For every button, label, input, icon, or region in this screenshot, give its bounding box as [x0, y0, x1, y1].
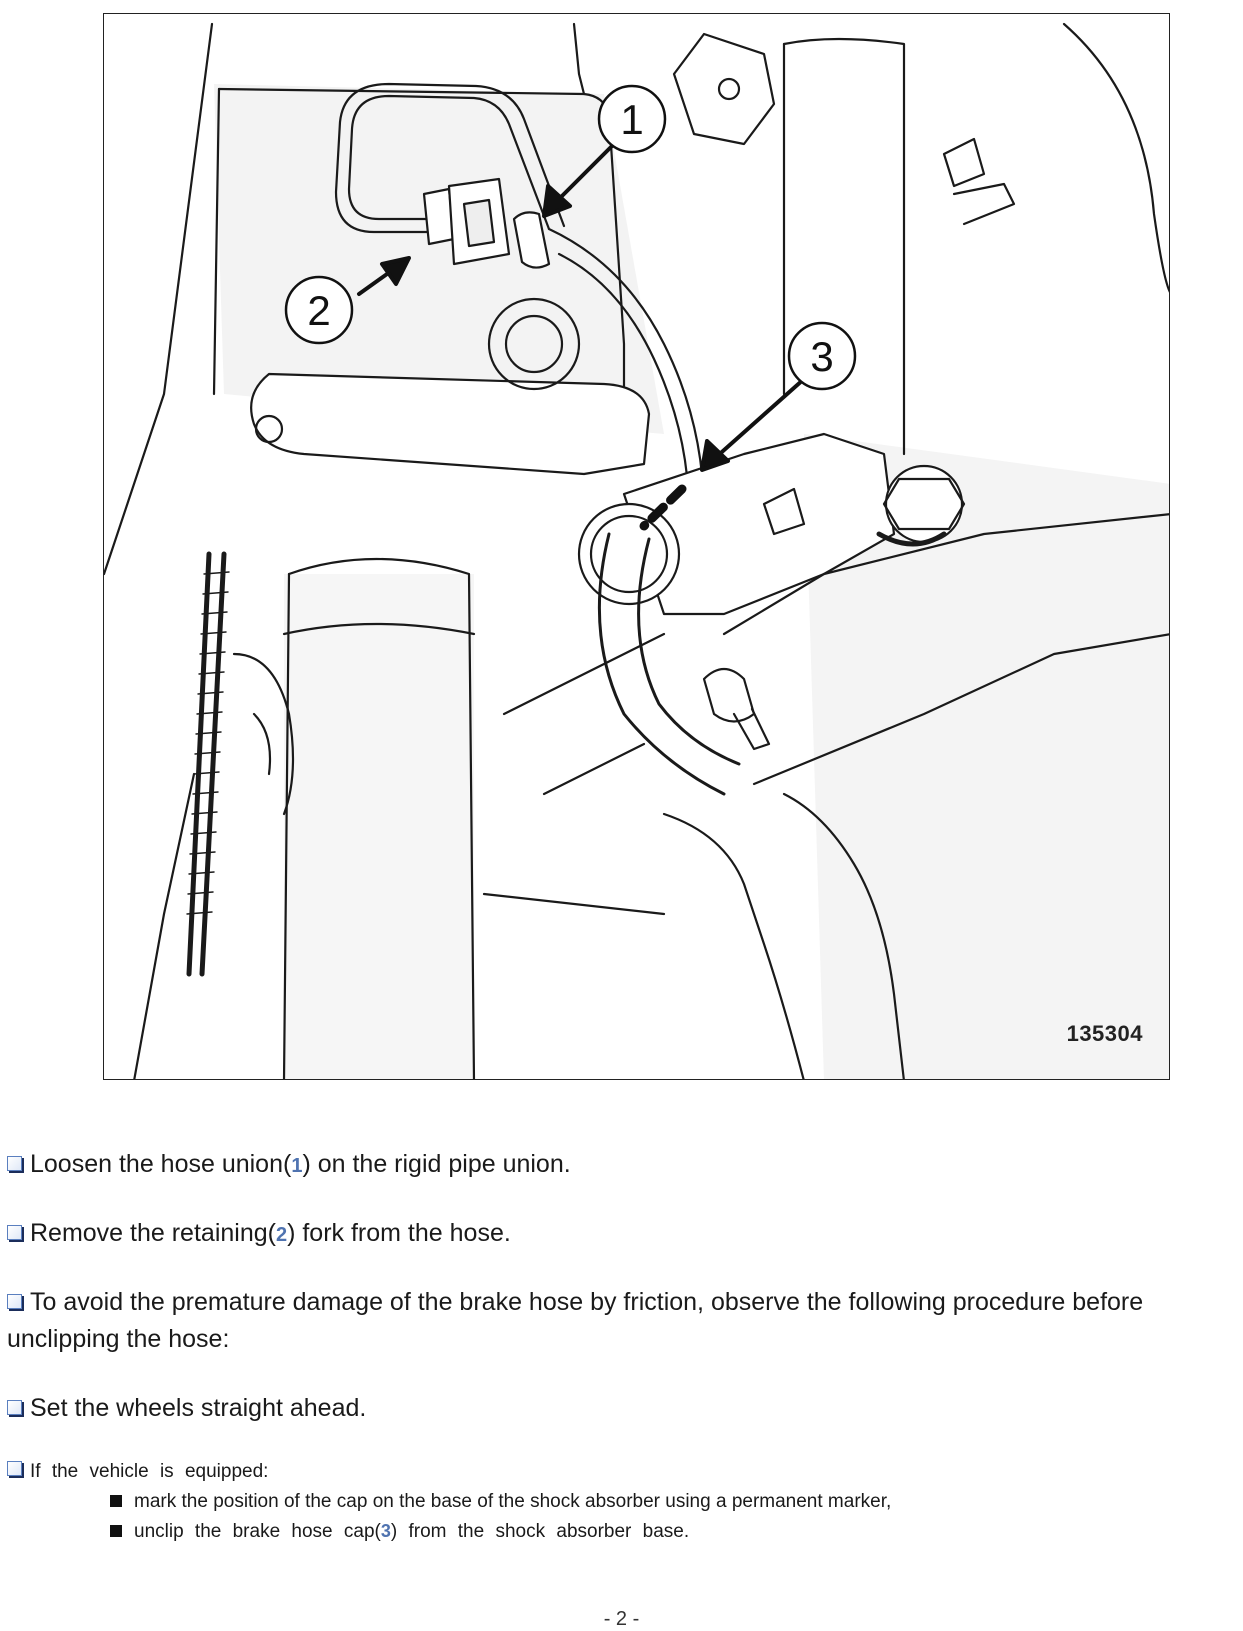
callout-2-circle [284, 275, 354, 345]
step-text: ) on the rigid pipe union. [302, 1150, 571, 1178]
substep-unclip-cap: unclip the brake hose cap(3) from the sh… [110, 1517, 689, 1546]
page-number: - 2 - [603, 1608, 640, 1630]
step-text: If the vehicle is equipped: [30, 1461, 269, 1482]
reference-number: 1 [291, 1155, 303, 1177]
substep-text: ) from the shock absorber base. [390, 1521, 690, 1542]
callout-1-circle [597, 84, 667, 154]
step-if-equipped: If the vehicle is equipped: [7, 1458, 1239, 1486]
checkbox-bullet-icon [7, 1294, 22, 1309]
step-text: Loosen the hose union( [30, 1150, 292, 1178]
step-text: Set the wheels straight ahead. [30, 1394, 367, 1422]
step-set-wheels-straight: Set the wheels straight ahead. [7, 1390, 1239, 1427]
substep-mark-position: mark the position of the cap on the base… [110, 1488, 891, 1516]
checkbox-bullet-icon [7, 1225, 22, 1240]
step-text: unclipping the hose: [7, 1325, 230, 1353]
checkbox-bullet-icon [7, 1400, 22, 1415]
step-loosen-hose-union: Loosen the hose union(1) on the rigid pi… [7, 1146, 1239, 1185]
callout-1-label: 1 [620, 96, 643, 143]
technical-illustration: 1 2 3 135304 [103, 13, 1170, 1080]
substep-text: unclip the brake hose cap( [134, 1521, 381, 1542]
step-text: Remove the retaining( [30, 1219, 276, 1247]
step-text: To avoid the premature damage of the bra… [30, 1288, 1144, 1316]
square-bullet-icon [110, 1525, 122, 1537]
substep-text: mark the position of the cap on the base… [134, 1491, 892, 1512]
step-text: ) fork from the hose. [287, 1219, 511, 1247]
callout-2-label: 2 [307, 287, 330, 334]
figure-number: 135304 [1066, 1021, 1143, 1046]
square-bullet-icon [110, 1495, 122, 1507]
step-avoid-damage: To avoid the premature damage of the bra… [7, 1284, 1239, 1358]
checkbox-bullet-icon [7, 1461, 22, 1476]
callout-3-label: 3 [810, 333, 833, 380]
brake-assembly-drawing: 1 2 3 [104, 22, 1169, 1079]
reference-number: 3 [380, 1521, 391, 1541]
step-remove-retaining-fork: Remove the retaining(2) fork from the ho… [7, 1215, 1239, 1254]
checkbox-bullet-icon [7, 1156, 22, 1171]
reference-number: 2 [275, 1224, 288, 1246]
callout-3-circle [787, 321, 857, 391]
